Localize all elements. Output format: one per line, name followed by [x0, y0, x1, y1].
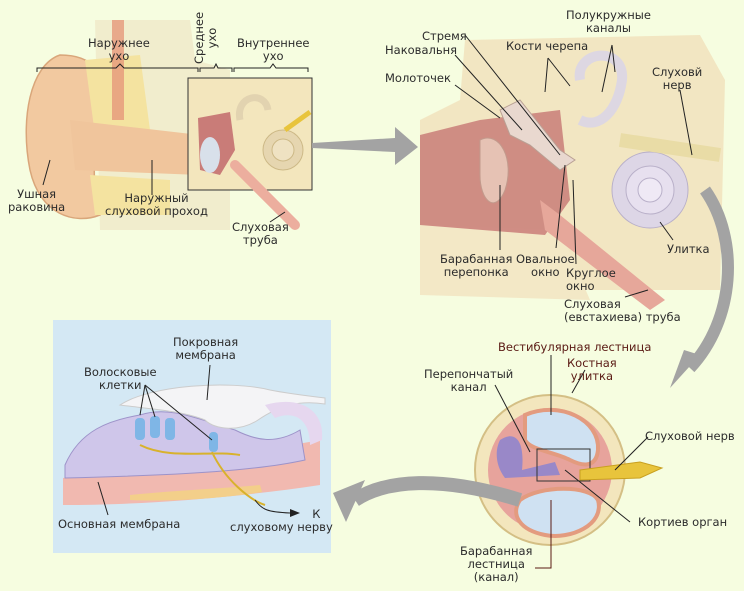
- inner-ear-brace: [233, 63, 309, 72]
- label-basilar-membrane: Основная мембрана: [58, 517, 181, 531]
- label-skull-bones: Кости черепа: [506, 39, 589, 53]
- corti-inset-frame: [536, 448, 591, 482]
- label-eustachian-tube: Слуховая(евстахиева) труба: [564, 297, 681, 324]
- middle-ear-illustration: [420, 34, 725, 310]
- label-organ-of-corti: Кортиев орган: [638, 515, 728, 529]
- label-malleus: Молоточек: [385, 71, 451, 85]
- tube-mini: [230, 160, 300, 230]
- arrow-to-middle-ear: [312, 127, 418, 165]
- nerve-mini: [283, 109, 312, 133]
- auditory-nerve-bundle: [579, 461, 664, 481]
- label-cochlea: Улитка: [667, 242, 710, 256]
- scala-vestibuli-shape: [523, 408, 601, 467]
- label-scala-vestibuli: Вестибулярная лестница: [498, 340, 652, 354]
- ear-canal-shape: [70, 120, 200, 175]
- support-cells: [64, 411, 306, 479]
- hair-cells-group: [135, 416, 218, 452]
- semicircular-mini: [236, 94, 272, 121]
- blood-vessel: [112, 20, 124, 120]
- label-stapes: Стремя: [422, 29, 467, 43]
- arrow-to-corti-detail: [333, 476, 523, 522]
- basilar-layer-yellow: [130, 485, 262, 501]
- auditory-nerve-big: [618, 133, 722, 162]
- middle-ear-brace: [199, 62, 233, 72]
- reticular-ring: [265, 401, 323, 445]
- outer-ear-brace: [36, 63, 199, 72]
- label-incus: Наковальня: [385, 43, 458, 57]
- semicircular-canals-shape: [574, 50, 628, 128]
- cochlea-section-illustration: [474, 355, 664, 569]
- ossicles: [499, 99, 576, 171]
- scala-tympani-shape: [514, 486, 601, 538]
- membranous-canal-shape: [496, 436, 560, 478]
- lower-tissue: [90, 175, 170, 215]
- eustachian-tube-shape: [540, 200, 665, 310]
- bone-band: [420, 225, 590, 300]
- organ-of-corti-illustration: [63, 364, 326, 517]
- eardrum-shape: [200, 137, 220, 173]
- arrow-to-cochlea-section: [670, 186, 734, 388]
- tectorial-membrane-shape: [118, 384, 326, 429]
- nerve-fibers: [139, 444, 266, 506]
- eardrum-big: [479, 137, 509, 204]
- label-auditory-nerve-3: Слуховой нерв: [645, 429, 735, 443]
- outer-ear-illustration: [25, 20, 313, 230]
